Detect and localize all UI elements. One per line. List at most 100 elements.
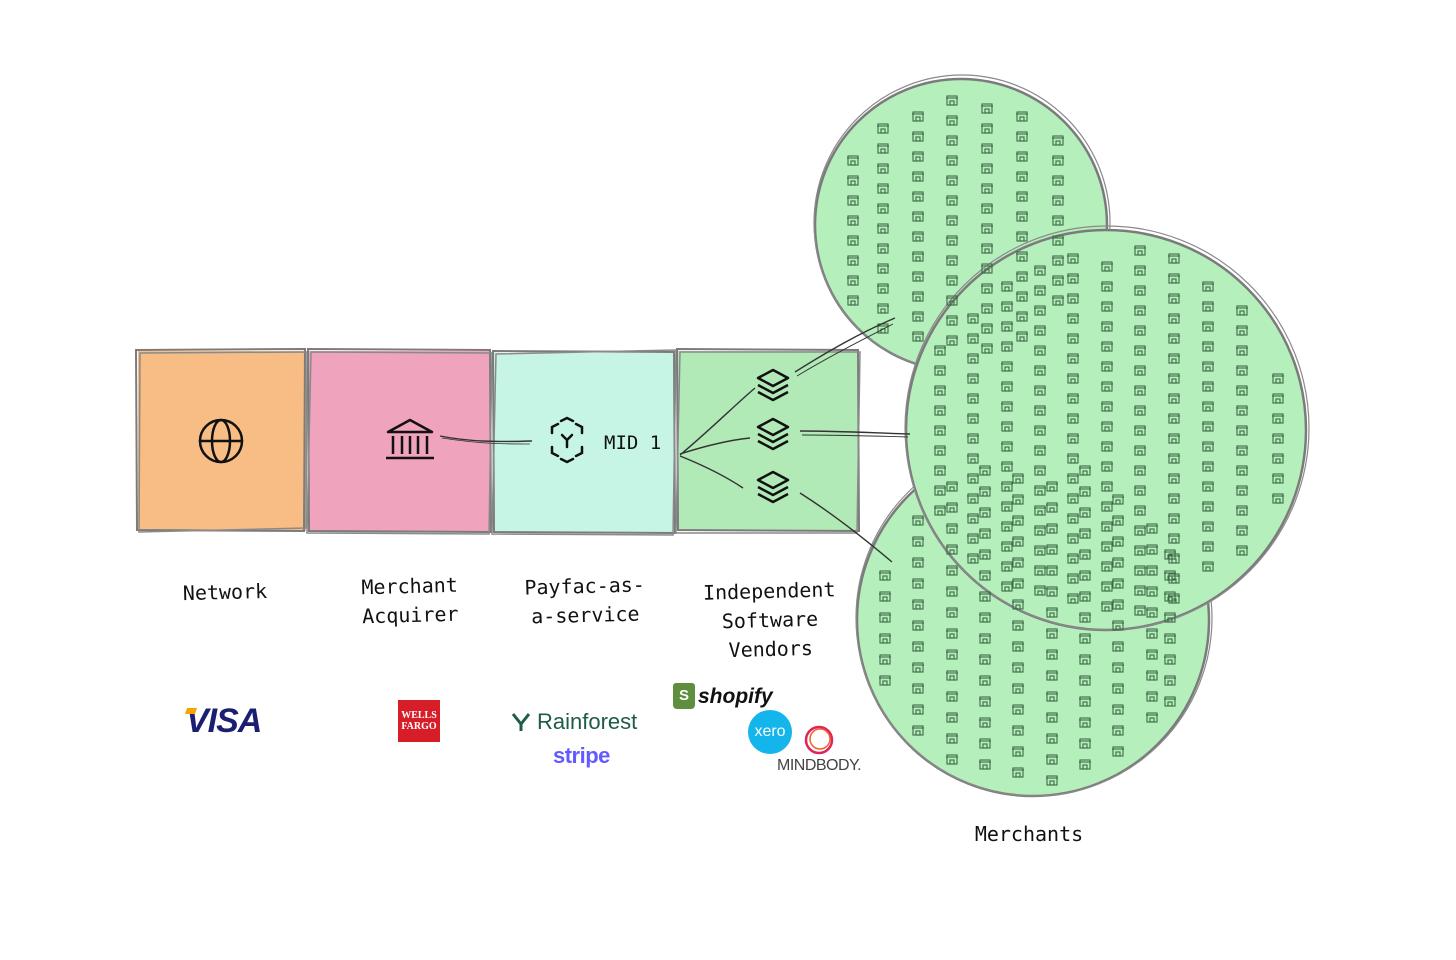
- rainforest-logo-text: Rainforest: [537, 709, 638, 734]
- storefront-icon: [1067, 313, 1079, 324]
- storefront-icon: [1001, 561, 1013, 572]
- storefront-icon: [1079, 528, 1091, 539]
- storefront-icon: [1101, 421, 1113, 432]
- acquirer-box: [306, 347, 493, 535]
- storefront-icon: [1112, 746, 1124, 757]
- storefront-icon: [934, 465, 946, 476]
- storefront-icon: [967, 393, 979, 404]
- storefront-icon: [1046, 586, 1058, 597]
- storefront-icon: [1134, 465, 1146, 476]
- storefront-icon: [877, 183, 889, 194]
- storefront-icon: [1079, 465, 1091, 476]
- storefront-icon: [1236, 545, 1248, 556]
- storefront-icon: [946, 586, 958, 597]
- storefront-icon: [1079, 717, 1091, 728]
- storefront-icon: [847, 275, 859, 286]
- storefront-icon: [1052, 195, 1064, 206]
- storefront-icon: [1067, 473, 1079, 484]
- storefront-icon: [1101, 481, 1113, 492]
- storefront-icon: [1034, 565, 1046, 576]
- storefront-icon: [1202, 481, 1214, 492]
- storefront-icon: [1101, 561, 1113, 572]
- storefront-icon: [1134, 585, 1146, 596]
- storefront-icon: [1016, 131, 1028, 142]
- storefront-icon: [1067, 253, 1079, 264]
- network-label-line: Network: [182, 578, 268, 606]
- storefront-icon: [1146, 523, 1158, 534]
- storefront-icon: [1016, 311, 1028, 322]
- storefront-icon: [946, 215, 958, 226]
- storefront-icon: [1001, 321, 1013, 332]
- storefront-icon: [967, 413, 979, 424]
- storefront-icon: [1012, 662, 1024, 673]
- storefront-icon: [912, 578, 924, 589]
- storefront-icon: [1146, 670, 1158, 681]
- storefront-icon: [847, 215, 859, 226]
- storefront-icon: [847, 155, 859, 166]
- storefront-icon: [1168, 253, 1180, 264]
- storefront-icon: [1079, 759, 1091, 770]
- storefront-icon: [979, 465, 991, 476]
- storefront-icon: [981, 223, 993, 234]
- storefront-icon: [1001, 341, 1013, 352]
- xero-logo: xero: [748, 710, 792, 754]
- storefront-icon: [1134, 245, 1146, 256]
- storefront-icon: [912, 515, 924, 526]
- storefront-icon: [1052, 155, 1064, 166]
- storefront-icon: [1146, 586, 1158, 597]
- storefront-icon: [1067, 393, 1079, 404]
- storefront-icon: [1168, 353, 1180, 364]
- storefront-icon: [1016, 331, 1028, 342]
- storefront-icon: [1146, 691, 1158, 702]
- storefront-icon: [1034, 345, 1046, 356]
- storefront-icon: [1164, 696, 1176, 707]
- storefront-icon: [912, 111, 924, 122]
- storefront-icon: [946, 670, 958, 681]
- storefront-icon: [1202, 541, 1214, 552]
- storefront-icons-middle: [934, 245, 1284, 616]
- storefront-icon: [1046, 775, 1058, 786]
- storefront-icon: [1046, 481, 1058, 492]
- storefront-icon: [1067, 453, 1079, 464]
- storefront-icon: [1079, 612, 1091, 623]
- storefront-icon: [946, 135, 958, 146]
- storefront-icon: [877, 163, 889, 174]
- storefront-icon: [1067, 593, 1079, 604]
- acquirer-label: Merchant Acquirer: [334, 570, 485, 632]
- storefront-icon: [946, 255, 958, 266]
- storefront-icon: [979, 528, 991, 539]
- storefront-icon: [1046, 670, 1058, 681]
- storefront-icon: [912, 557, 924, 568]
- storefront-icon: [1112, 536, 1124, 547]
- storefront-icon: [1052, 255, 1064, 266]
- merchant-circles: [813, 74, 1310, 798]
- storefront-icon: [967, 313, 979, 324]
- storefront-icon: [1112, 641, 1124, 652]
- storefront-icon: [1001, 481, 1013, 492]
- storefront-icon: [1052, 175, 1064, 186]
- storefront-icon: [877, 303, 889, 314]
- storefront-icon: [912, 704, 924, 715]
- storefront-icon: [1168, 313, 1180, 324]
- storefront-icon: [946, 175, 958, 186]
- network-label: Network: [160, 576, 291, 608]
- storefront-icon: [1134, 565, 1146, 576]
- storefront-icon: [1079, 654, 1091, 665]
- mid-scan-icon: [550, 416, 584, 464]
- storefront-icon: [1079, 486, 1091, 497]
- storefront-icon: [912, 231, 924, 242]
- storefront-icon: [1067, 513, 1079, 524]
- mindbody-logo: MINDBODY.: [777, 757, 862, 774]
- storefront-icon: [946, 95, 958, 106]
- storefront-icon: [912, 151, 924, 162]
- storefront-icon: [1001, 441, 1013, 452]
- storefront-icon: [877, 143, 889, 154]
- storefront-icon: [1164, 612, 1176, 623]
- storefront-icon: [946, 235, 958, 246]
- storefront-icon: [1236, 365, 1248, 376]
- storefront-icon: [912, 641, 924, 652]
- storefront-icon: [934, 505, 946, 516]
- acquirer-label-line: Acquirer: [361, 601, 459, 629]
- storefront-icon: [946, 712, 958, 723]
